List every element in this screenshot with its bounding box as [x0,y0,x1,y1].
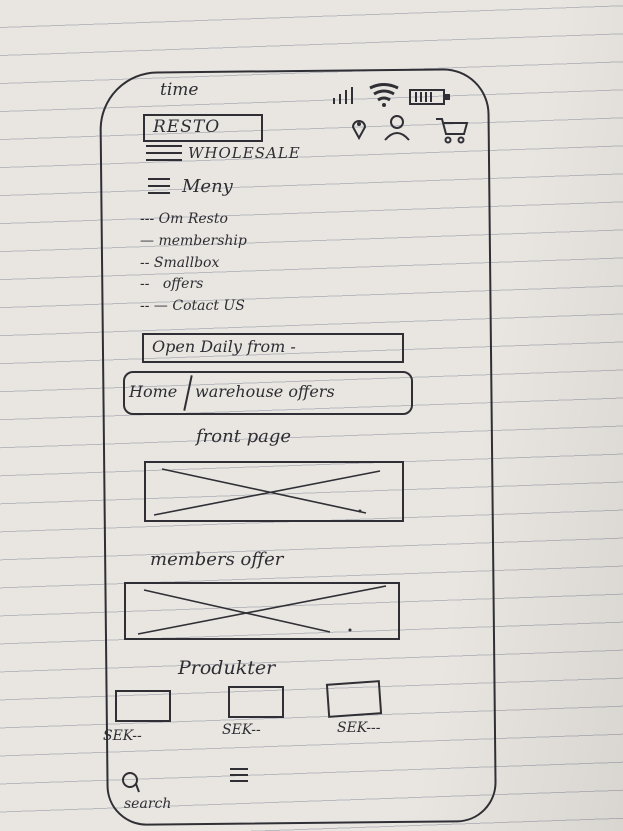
product-price: SEK--- [337,720,381,736]
menu-icon[interactable] [146,176,172,196]
open-hours-text: Open Daily from - [152,337,296,356]
status-time: time [160,80,199,100]
menu-item-smallbox[interactable]: -- Smallbox [140,255,220,271]
product-thumbnail[interactable] [228,686,284,718]
menu-item-om-resto[interactable]: --- Om Resto [140,211,228,227]
menu-item-label: membership [158,233,247,249]
signal-icon [333,87,353,104]
product-price: SEK-- [222,722,261,738]
menu-item-offers[interactable]: -- offers [140,276,204,292]
product-thumbnail[interactable] [325,680,383,718]
warehouse-offers-tab[interactable]: warehouse offers [195,382,335,401]
search-icon[interactable] [120,770,142,796]
battery-icon [409,89,450,105]
user-icon[interactable] [382,114,412,142]
menu-item-label: Cotact US [172,298,245,314]
product-price: SEK-- [103,728,142,744]
wholesale-label[interactable]: WHOLESALE [188,144,301,162]
logo-text: RESTO [153,117,221,137]
logo-box[interactable]: RESTO [143,114,263,142]
bottom-menu-icon[interactable] [228,766,250,784]
open-hours-banner: Open Daily from - [142,333,404,363]
members-offer-title: members offer [150,549,284,570]
product-thumbnail[interactable] [115,690,171,722]
members-offer-image-placeholder[interactable] [124,582,402,642]
home-tab[interactable]: Home [129,382,178,401]
cart-icon[interactable] [434,116,470,144]
menu-item-contact-us[interactable]: -- — Cotact US [140,298,245,314]
products-title: Produkter [178,657,276,679]
search-label[interactable]: search [124,796,172,812]
front-page-title: front page [196,426,292,447]
wholesale-menu-icon[interactable] [144,142,184,164]
menu-item-membership[interactable]: — membership [140,233,247,249]
menu-item-label: offers [162,276,204,292]
home-warehouse-toggle: Home warehouse offers [123,371,413,415]
location-icon[interactable] [350,116,368,140]
wifi-icon [369,83,399,107]
menu-label[interactable]: Meny [182,176,233,197]
menu-item-label: Om Resto [158,211,228,227]
front-page-image-placeholder[interactable] [144,461,406,523]
menu-item-label: Smallbox [153,255,220,271]
toggle-divider [183,375,193,411]
